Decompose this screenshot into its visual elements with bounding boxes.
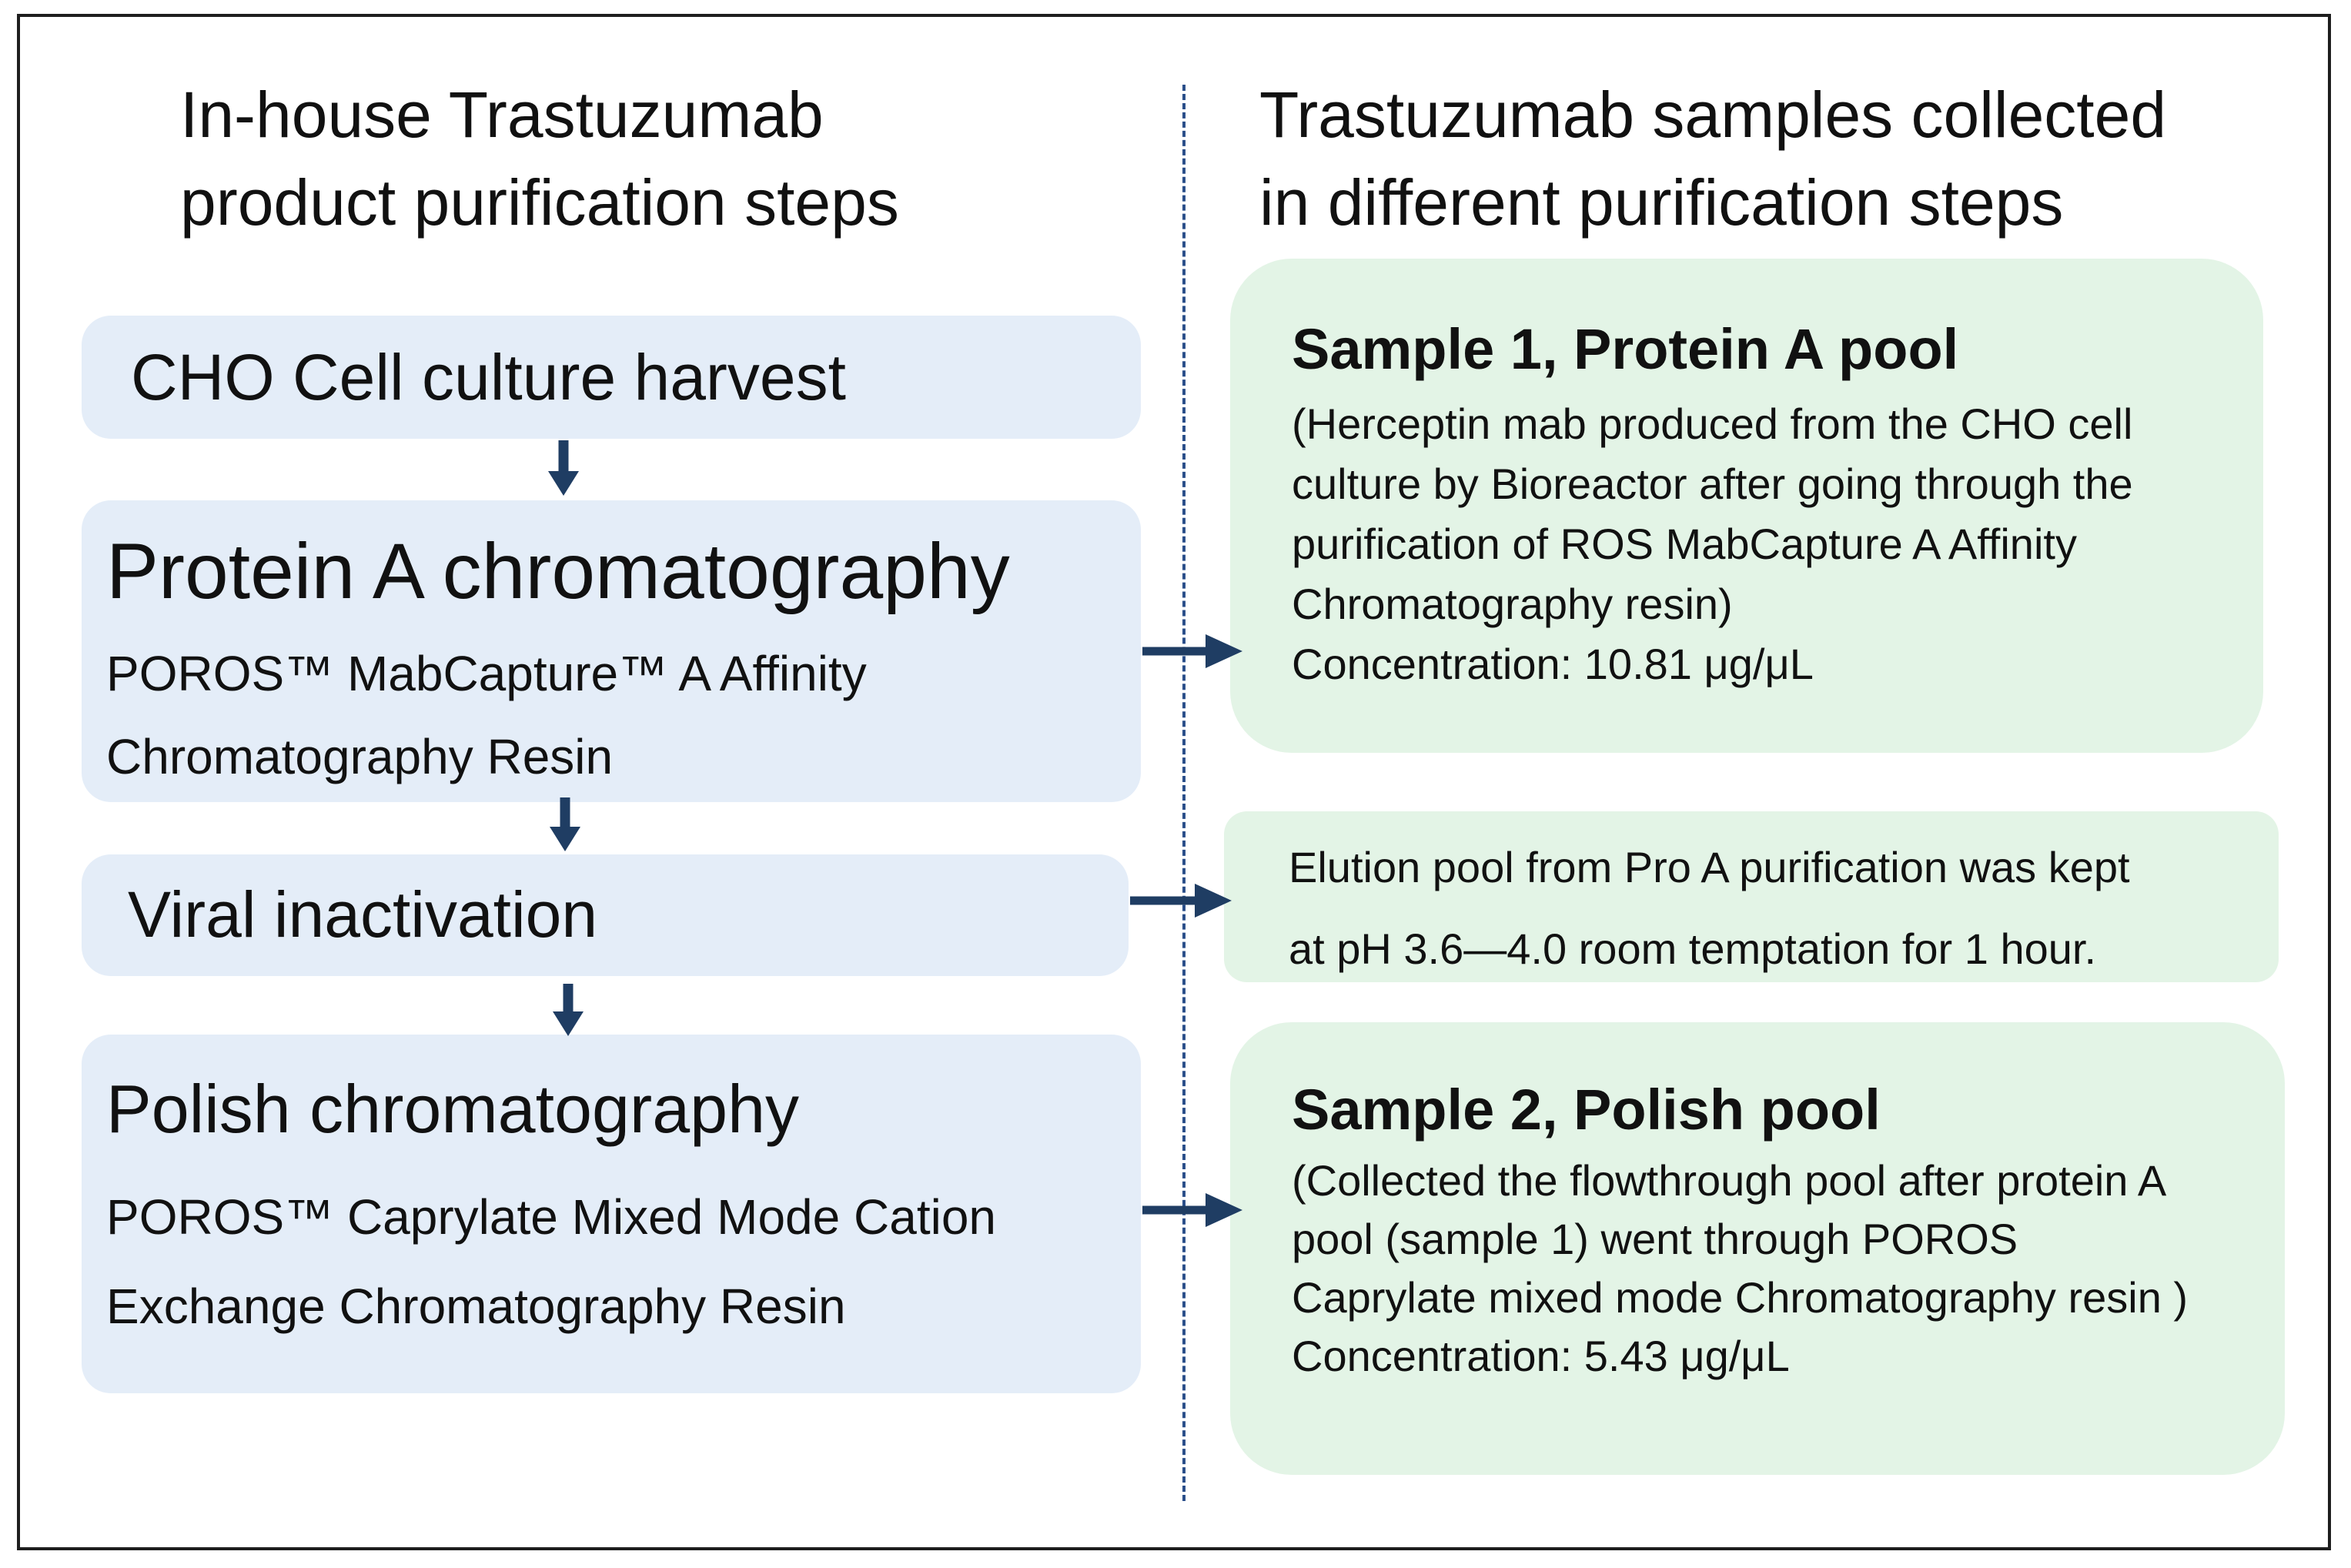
arrow-down-harvest-to-protein-a: [548, 440, 579, 496]
left-heading-line1: In-house Trastuzumab: [180, 79, 824, 151]
arrow-right-protein-a-to-sample1: [1142, 634, 1242, 668]
sample1-box: Sample 1, Protein A pool (Herceptin mab …: [1230, 259, 2263, 753]
sample2-line: (Collected the flowthrough pool after pr…: [1292, 1156, 2167, 1205]
sample2-box: Sample 2, Polish pool (Collected the flo…: [1230, 1022, 2285, 1475]
sample2-concentration: Concentration: 5.43 μg/μL: [1292, 1332, 1790, 1380]
viral-note-box: Elution pool from Pro A purification was…: [1224, 811, 2279, 982]
step-protein-a-resin-line1: POROS™ MabCapture™ A Affinity: [106, 646, 867, 701]
step-cho-harvest-title: CHO Cell culture harvest: [131, 341, 846, 413]
sample1-title: Sample 1, Protein A pool: [1292, 317, 1959, 381]
diagram-frame: [17, 14, 2331, 1550]
viral-note-line1: Elution pool from Pro A purification was…: [1289, 843, 2130, 891]
step-cho-harvest-box: CHO Cell culture harvest: [82, 316, 1141, 439]
sample1-line: culture by Bioreactor after going throug…: [1292, 460, 2133, 508]
arrow-down-viral-to-polish: [553, 984, 584, 1036]
left-heading-line2: product purification steps: [180, 166, 899, 239]
sample1-line: Chromatography resin): [1292, 580, 1733, 628]
sample2-description: (Collected the flowthrough pool after pr…: [1292, 1152, 2188, 1386]
viral-note-line2: at pH 3.6—4.0 room temptation for 1 hour…: [1289, 924, 2097, 973]
step-polish-resin-line1: POROS™ Caprylate Mixed Mode Cation: [106, 1189, 996, 1245]
sample1-line: purification of ROS MabCapture A Affinit…: [1292, 520, 2077, 568]
viral-note-text: Elution pool from Pro A purification was…: [1289, 827, 2130, 990]
step-protein-a-title: Protein A chromatography: [106, 527, 1010, 615]
sample1-concentration: Concentration: 10.81 μg/μL: [1292, 640, 1814, 688]
column-divider: [1182, 85, 1186, 1501]
right-heading: Trastuzumab samples collected in differe…: [1259, 71, 2166, 246]
sample1-description: (Herceptin mab produced from the CHO cel…: [1292, 394, 2133, 694]
arrow-right-polish-to-sample2: [1142, 1193, 1242, 1227]
sample2-line: Caprylate mixed mode Chromatography resi…: [1292, 1273, 2189, 1322]
step-polish-title: Polish chromatography: [106, 1071, 800, 1147]
left-heading: In-house Trastuzumab product purificatio…: [180, 71, 899, 246]
right-heading-line1: Trastuzumab samples collected: [1259, 79, 2167, 151]
step-viral-inactivation-box: Viral inactivation: [82, 854, 1129, 976]
step-protein-a-resin-line2: Chromatography Resin: [106, 729, 614, 784]
arrow-down-protein-a-to-viral: [550, 797, 580, 851]
step-viral-inactivation-title: Viral inactivation: [128, 878, 598, 951]
step-polish-box: Polish chromatography POROS™ Caprylate M…: [82, 1035, 1141, 1393]
arrow-right-viral-to-note: [1130, 884, 1232, 918]
sample2-title: Sample 2, Polish pool: [1292, 1078, 1881, 1142]
sample1-line: (Herceptin mab produced from the CHO cel…: [1292, 400, 2133, 448]
step-protein-a-box: Protein A chromatography POROS™ MabCaptu…: [82, 500, 1141, 802]
right-heading-line2: in different purification steps: [1259, 166, 2064, 239]
step-polish-resin-line2: Exchange Chromatography Resin: [106, 1279, 846, 1334]
sample2-line: pool (sample 1) went through POROS: [1292, 1215, 2018, 1263]
